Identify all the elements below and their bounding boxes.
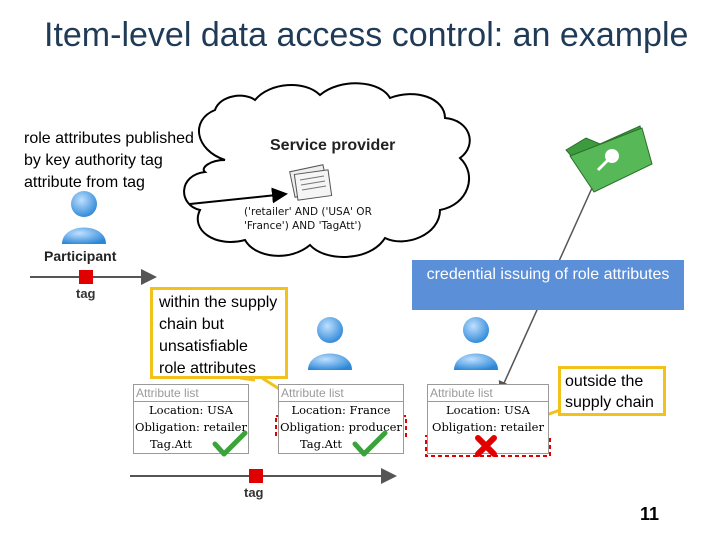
attribute-obligation: Obligation: producer — [280, 420, 402, 434]
attribute-obligation: Obligation: retailer — [432, 420, 544, 434]
attribute-tag: Tag.Att — [300, 437, 342, 451]
producer-person-icon — [308, 317, 352, 370]
attribute-list-header: Attribute list — [428, 385, 548, 402]
outside-supply-chain-callout: outside the supply chain — [558, 366, 666, 416]
attribute-tag: Tag.Att — [150, 437, 192, 451]
tag-marker-bottom — [249, 469, 263, 483]
tag-marker-top — [79, 270, 93, 284]
attribute-list-header: Attribute list — [279, 385, 403, 402]
attribute-location: Location: USA — [446, 403, 530, 417]
check-icon — [352, 430, 388, 457]
tag-label-bottom: tag — [244, 485, 264, 500]
credential-issuing-callout: credential issuing of role attributes — [412, 260, 684, 310]
service-provider-label: Service provider — [270, 137, 396, 154]
outsider-person-icon — [454, 317, 498, 370]
participant-label: Participant — [44, 248, 117, 264]
policy-document-icon — [289, 164, 333, 201]
page-number: 11 — [640, 504, 660, 524]
attribute-location: Location: France — [291, 403, 391, 417]
policy-line-1: ('retailer' AND ('USA' OR — [244, 206, 372, 218]
attribute-location: Location: USA — [149, 403, 233, 417]
participant-person-icon — [62, 191, 106, 244]
role-attributes-note: role attributes published by key authori… — [24, 130, 194, 191]
key-folder-icon — [565, 125, 653, 193]
cross-icon — [475, 435, 497, 457]
tag-label-top: tag — [76, 286, 96, 301]
policy-line-2: 'France') AND 'TagAtt') — [244, 220, 362, 232]
supply-chain-callout: within the supply chain but unsatisfiabl… — [150, 287, 288, 379]
slide-title: Item-level data access control: an examp… — [44, 16, 689, 54]
attribute-list-producer: Attribute list Location: France Obligati… — [278, 384, 404, 454]
policy-expression: ('retailer' AND ('USA' OR 'France') AND … — [244, 205, 372, 233]
missing-tag-highlight — [425, 435, 551, 457]
check-icon — [212, 430, 248, 457]
attribute-obligation: Obligation: retailer — [135, 420, 247, 434]
attribute-list-retailer: Attribute list Location: USA Obligation:… — [133, 384, 249, 454]
attribute-list-header: Attribute list — [134, 385, 248, 402]
note-to-policy-arrow — [189, 187, 288, 205]
